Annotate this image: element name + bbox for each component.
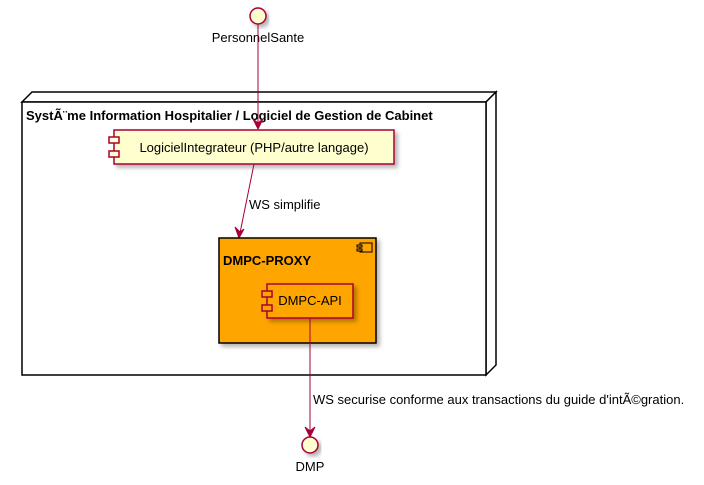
component-tab-icon [108,150,120,158]
dmpc-api-component[interactable]: DMPC-API [261,283,354,319]
api-box [266,283,354,319]
node-box-side [485,90,497,377]
component-tab-icon [261,304,273,312]
api-label: DMPC-API [278,293,342,308]
node-box-top [20,91,498,103]
component-icon [356,242,373,253]
logiciel-integrateur-component[interactable]: LogicielIntegrateur (PHP/autre langage) [108,129,395,165]
arrow-personnel-to-integrator [252,24,264,131]
proxy-label: DMPC-PROXY [223,253,311,268]
component-tab-icon [261,290,273,298]
dmp-interface: DMP [296,436,325,474]
interface-circle-icon [301,436,319,454]
node-title: SystÃ¨me Information Hospitalier / Logic… [26,108,433,123]
edge-label-ws-securise: WS securise conforme aux transactions du… [313,392,684,407]
component-tab-icon [108,136,120,144]
arrow-api-to-dmp: WS securise conforme aux transactions du… [304,318,684,439]
arrow-integrator-to-proxy: WS simplifie [234,163,321,240]
interface-circle-icon [249,7,267,25]
integrator-label: LogicielIntegrateur (PHP/autre langage) [139,140,368,155]
dmp-label: DMP [296,459,325,474]
edge-label-ws-simplifie: WS simplifie [249,197,321,212]
